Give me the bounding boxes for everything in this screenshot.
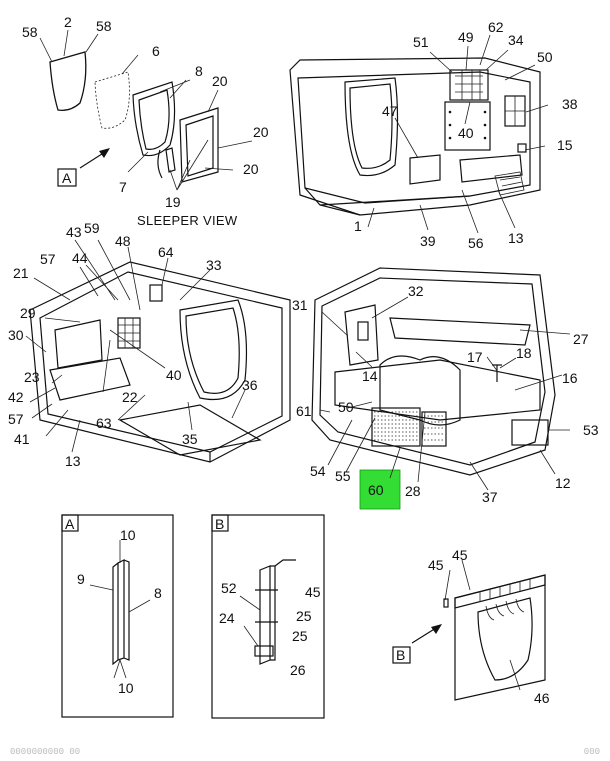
label-10: 10	[120, 527, 136, 543]
label-35: 35	[182, 431, 198, 447]
label-53: 53	[583, 422, 599, 438]
label-36: 36	[242, 377, 258, 393]
label-6: 6	[152, 43, 160, 59]
sleeper-interior-view	[289, 57, 541, 216]
part-labels: 2 58 58 6 8 20 20 20 7 19 51 49 62 34 50…	[8, 14, 599, 706]
label-16: 16	[562, 370, 578, 386]
label-57: 57	[40, 251, 56, 267]
label-27: 27	[573, 331, 589, 347]
footer-left: 0000000000 00	[10, 747, 81, 757]
label-41: 41	[14, 431, 30, 447]
label-2: 2	[64, 14, 72, 30]
label-12: 12	[555, 475, 571, 491]
leader-lines	[25, 29, 571, 691]
label-20: 20	[253, 124, 269, 140]
sleeper-window-parts	[49, 51, 219, 183]
label-58: 58	[22, 24, 38, 40]
label-26: 26	[290, 662, 306, 678]
curtain-detail	[443, 574, 546, 701]
label-64: 64	[158, 244, 174, 260]
label-43: 43	[66, 224, 82, 240]
label-31: 31	[292, 297, 308, 313]
label-60: 60	[368, 482, 384, 498]
detail-view-b	[211, 514, 325, 719]
label-25: 25	[296, 608, 312, 624]
label-13: 13	[65, 453, 81, 469]
label-42: 42	[8, 389, 24, 405]
label-45: 45	[305, 584, 321, 600]
view-a-marker	[57, 148, 110, 187]
label-51: 51	[413, 34, 429, 50]
label-59: 59	[84, 220, 100, 236]
label-56: 56	[468, 235, 484, 251]
label-33: 33	[206, 257, 222, 273]
view-a-label: A	[62, 170, 72, 186]
label-61: 61	[296, 403, 312, 419]
label-30: 30	[8, 327, 24, 343]
label-14: 14	[362, 368, 378, 384]
highlighted-callout	[359, 469, 401, 510]
label-25: 25	[292, 628, 308, 644]
detail-a-label: A	[65, 516, 75, 532]
label-45: 45	[452, 547, 468, 563]
label-40: 40	[166, 367, 182, 383]
label-40: 40	[458, 125, 474, 141]
label-20: 20	[243, 161, 259, 177]
label-17: 17	[467, 349, 483, 365]
label-50: 50	[537, 49, 553, 65]
label-21: 21	[13, 265, 29, 281]
label-23: 23	[24, 369, 40, 385]
view-b-marker	[392, 624, 442, 664]
label-50: 50	[338, 399, 354, 415]
label-55: 55	[335, 468, 351, 484]
label-52: 52	[221, 580, 237, 596]
label-49: 49	[458, 29, 474, 45]
label-38: 38	[562, 96, 578, 112]
label-24: 24	[219, 610, 235, 626]
label-7: 7	[119, 179, 127, 195]
label-46: 46	[534, 690, 550, 706]
label-18: 18	[516, 345, 532, 361]
detail-b-label: B	[215, 516, 224, 532]
label-29: 29	[20, 305, 36, 321]
label-58: 58	[96, 18, 112, 34]
page-footer: 0000000000 00 000	[10, 747, 600, 759]
view-b-label: B	[396, 647, 405, 663]
label-39: 39	[420, 233, 436, 249]
label-47: 47	[382, 103, 398, 119]
label-48: 48	[115, 233, 131, 249]
label-32: 32	[408, 283, 424, 299]
label-63: 63	[96, 415, 112, 431]
label-13: 13	[508, 230, 524, 246]
label-62: 62	[488, 19, 504, 35]
label-54: 54	[310, 463, 326, 479]
footer-right: 000	[583, 747, 600, 757]
label-34: 34	[508, 32, 524, 48]
detail-view-a	[61, 514, 174, 718]
cab-sleeper-view	[29, 261, 291, 463]
label-8: 8	[154, 585, 162, 601]
sleeper-view-caption: SLEEPER VIEW	[137, 213, 238, 228]
label-8: 8	[195, 63, 203, 79]
label-9: 9	[77, 571, 85, 587]
sleeper-bunk-view	[311, 267, 556, 476]
label-45: 45	[428, 557, 444, 573]
label-19: 19	[165, 194, 181, 210]
label-10: 10	[118, 680, 134, 696]
label-22: 22	[122, 389, 138, 405]
label-15: 15	[557, 137, 573, 153]
label-1: 1	[354, 218, 362, 234]
label-28: 28	[405, 483, 421, 499]
label-20: 20	[212, 73, 228, 89]
label-44: 44	[72, 250, 88, 266]
view-labels: A A B B	[62, 170, 405, 663]
label-57: 57	[8, 411, 24, 427]
label-37: 37	[482, 489, 498, 505]
